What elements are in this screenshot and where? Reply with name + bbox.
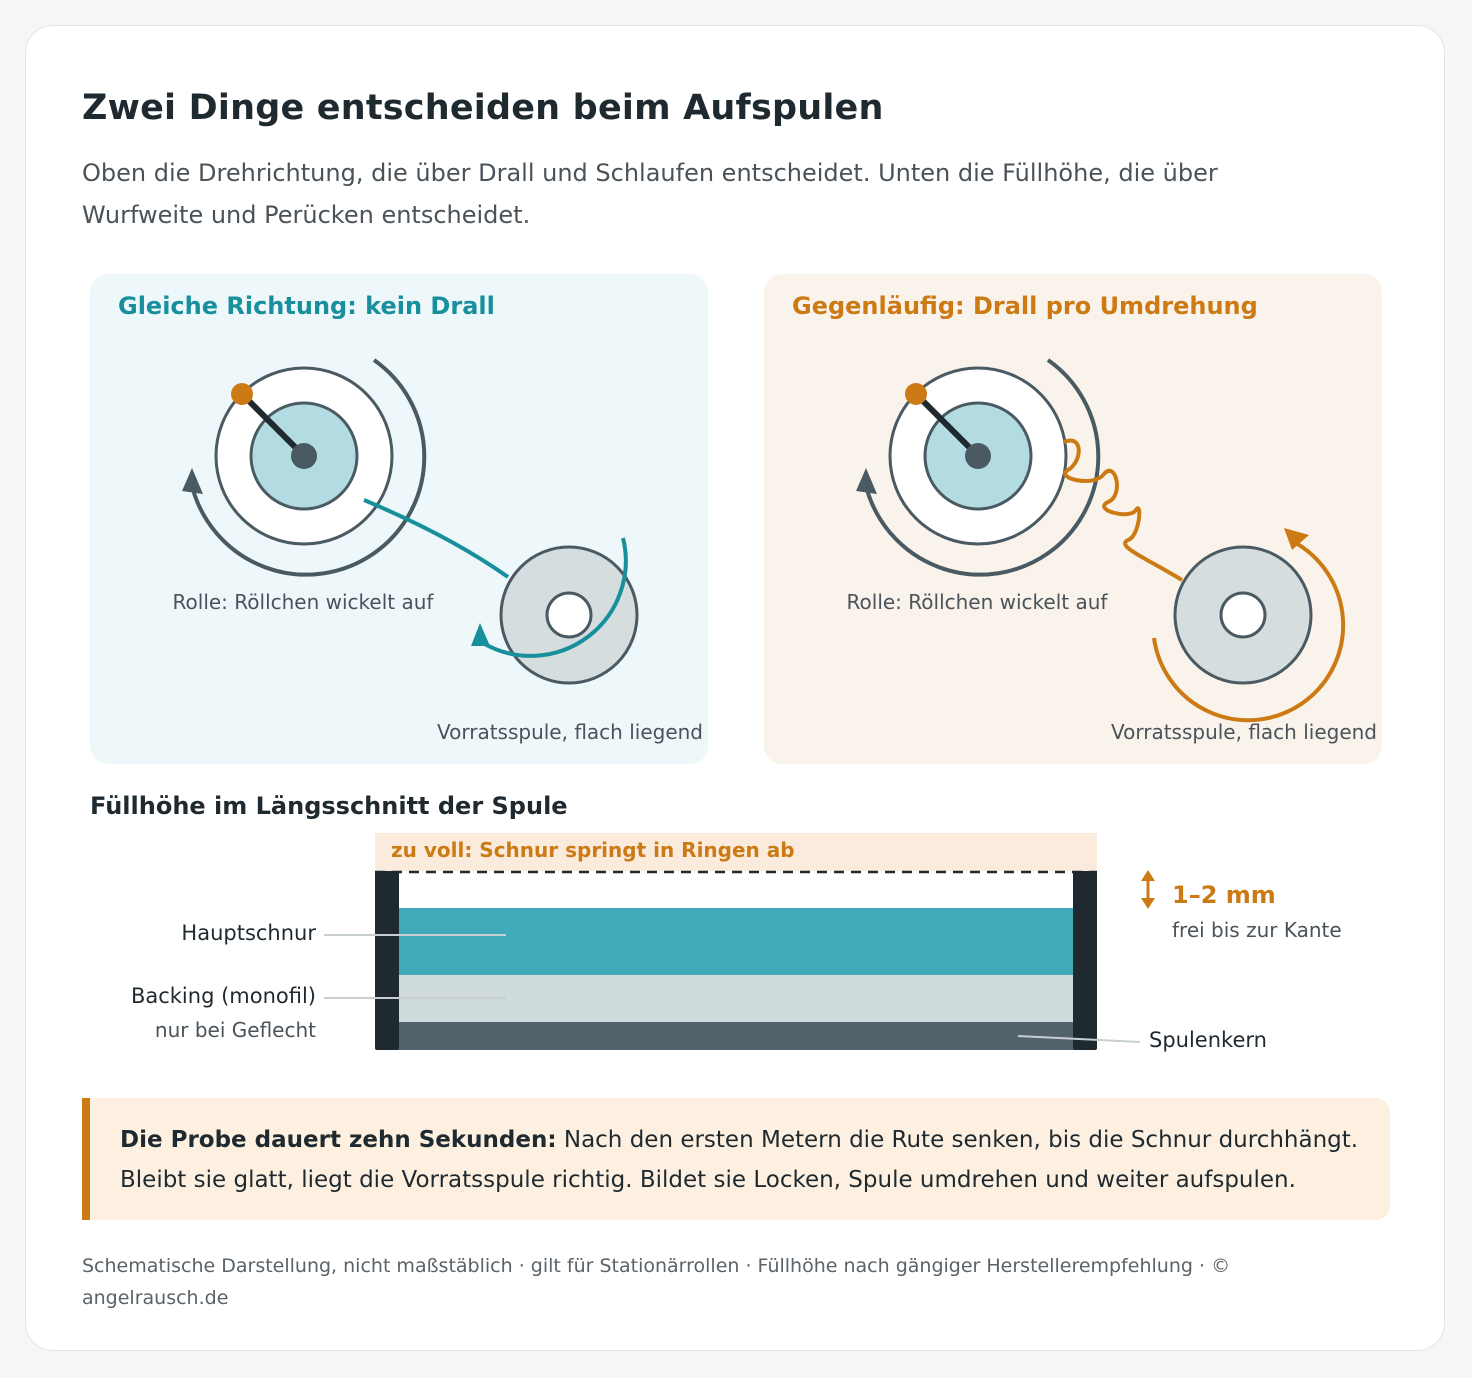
line-roller-dot	[905, 383, 927, 405]
panel-title-same-direction: Gleiche Richtung: kein Drall	[118, 292, 495, 320]
gap-value: 1–2 mm	[1172, 881, 1276, 909]
bail-arm	[239, 391, 307, 459]
reel-rotation-arrowhead	[182, 468, 203, 494]
line-roller-dot	[231, 383, 253, 405]
backing-label: Backing (monofil)	[130, 984, 316, 1008]
reel-rotation-arrow	[190, 358, 427, 577]
test-callout: Die Probe dauert zehn Sekunden: Nach den…	[82, 1098, 1390, 1220]
core-label: Spulenkern	[1149, 1028, 1267, 1052]
panel-title-counter-rotation: Gegenläufig: Drall pro Umdrehung	[792, 292, 1258, 320]
overfill-zone	[375, 833, 1097, 871]
fill-section-title: Füllhöhe im Längsschnitt der Spule	[90, 792, 568, 820]
callout-lead: Die Probe dauert zehn Sekunden:	[120, 1127, 557, 1153]
reel-rotation-arrow	[864, 358, 1101, 577]
bail-hub	[291, 443, 317, 469]
backing-note: nur bei Geflecht	[154, 1018, 316, 1042]
page-subtitle: Oben die Drehrichtung, die über Drall un…	[82, 159, 1218, 229]
main-line-label: Hauptschnur	[181, 921, 316, 945]
same-direction-diagram	[182, 358, 639, 685]
overfill-label: zu voll: Schnur springt in Ringen ab	[391, 838, 795, 862]
bail-arm	[913, 391, 981, 459]
counter-rotation-diagram	[856, 358, 1346, 723]
line-straight	[363, 498, 510, 579]
spool-rotation-arrow	[481, 537, 628, 658]
spool-caption: Vorratsspule, flach liegend	[436, 720, 703, 744]
panel-same-direction: Gleiche Richtung: kein Drall Rolle: Röll…	[90, 274, 708, 764]
reel-rotation-arrowhead	[856, 468, 877, 494]
reel-caption: Rolle: Röllchen wickelt auf	[846, 590, 1108, 614]
bail-hub	[965, 443, 991, 469]
footer-note: Schematische Darstellung, nicht maßstäbl…	[82, 1255, 1231, 1309]
gap-note: frei bis zur Kante	[1172, 918, 1342, 942]
panel-counter-rotation: Gegenläufig: Drall pro Umdrehung Rolle: …	[764, 274, 1382, 764]
spool-rotation-arrowhead	[1284, 528, 1309, 550]
reel-caption: Rolle: Röllchen wickelt auf	[172, 590, 434, 614]
line-twisted	[1063, 438, 1184, 582]
page-title: Zwei Dinge entscheiden beim Aufspulen	[82, 88, 884, 128]
spool-rotation-arrow	[1152, 540, 1346, 723]
supply-spool-hole	[545, 591, 593, 639]
supply-spool-hole	[1219, 591, 1267, 639]
spool-rotation-arrowhead	[471, 623, 490, 646]
callout-text: Nach den ersten Metern die Rute senken, …	[120, 1127, 1359, 1193]
spool-caption: Vorratsspule, flach liegend	[1110, 720, 1377, 744]
